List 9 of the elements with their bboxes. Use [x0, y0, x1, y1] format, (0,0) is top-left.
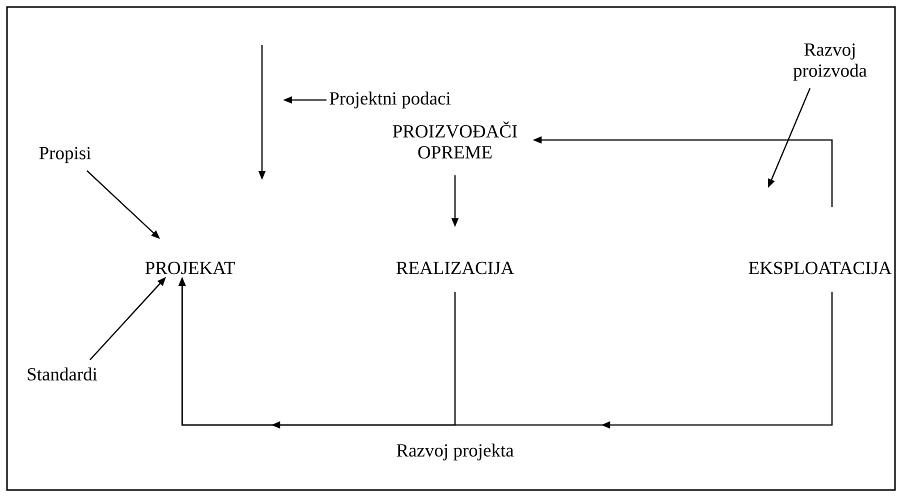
stage-label: REALIZACIJA	[396, 262, 514, 274]
stage-label: PROIZVOĐAČI OPREME	[392, 121, 518, 159]
input-label: Standardi	[28, 367, 98, 380]
stage-label: PROJEKAT	[145, 262, 235, 274]
input-label: Razvoj proizvoda	[793, 43, 867, 81]
edge-label: Razvoj projekta	[394, 442, 516, 462]
input-label: Propisi	[39, 146, 91, 164]
input-label: Projektni podaci	[330, 92, 451, 108]
stage-label: EKSPLOATACIJA	[748, 262, 892, 274]
